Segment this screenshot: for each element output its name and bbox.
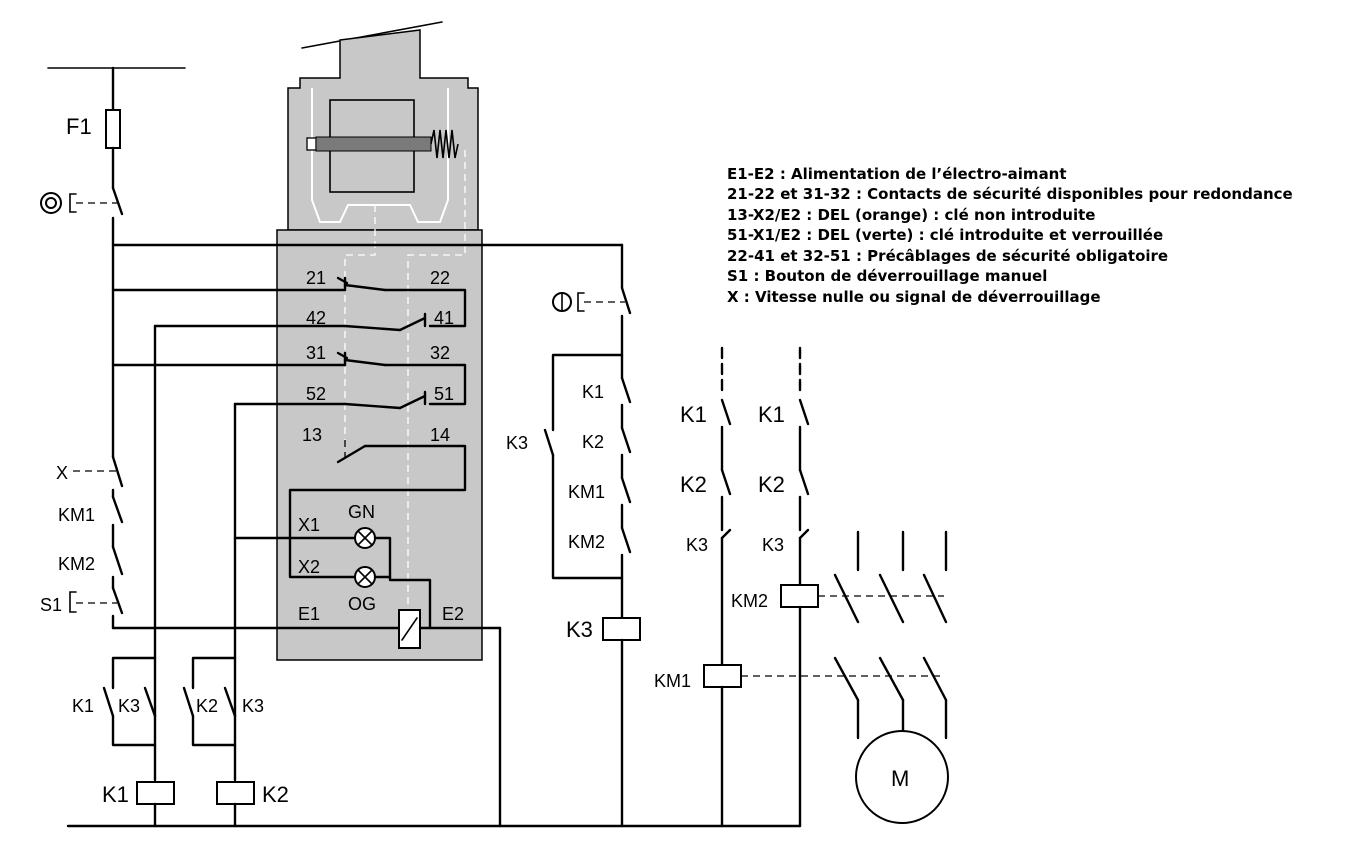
label-km1-a: KM1 xyxy=(58,505,95,525)
legend-line: S1 : Bouton de déverrouillage manuel xyxy=(727,267,1047,285)
terminal-42: 42 xyxy=(306,308,326,328)
label-km2-series: KM2 xyxy=(568,532,605,552)
terminal-14: 14 xyxy=(430,425,450,445)
coil-k1 xyxy=(136,781,175,805)
motor-icon xyxy=(855,730,949,824)
label-km1-coil: KM1 xyxy=(654,671,691,691)
label-og: OG xyxy=(348,594,376,614)
fuse-f1 xyxy=(105,109,121,149)
label-km1-series: KM1 xyxy=(568,482,605,502)
diagram-labels: F1 X KM1 KM2 S1 K1 K3 K2 K3 K1 K2 21 22 … xyxy=(40,114,909,807)
label-s1: S1 xyxy=(40,595,62,615)
terminal-52: 52 xyxy=(306,384,326,404)
coil-k3 xyxy=(602,617,641,641)
legend-line: 51-X1/E2 : DEL (verte) : clé introduite … xyxy=(727,226,1163,244)
terminal-22: 22 xyxy=(430,268,450,288)
terminal-32: 32 xyxy=(430,343,450,363)
label-k2-series: K2 xyxy=(582,432,604,452)
label-k1-contact: K1 xyxy=(72,696,94,716)
terminal-51: 51 xyxy=(434,384,454,404)
label-k2-km2: K2 xyxy=(758,472,785,497)
label-x: X xyxy=(56,463,68,483)
control-circuit xyxy=(40,66,802,828)
label-k1-series: K1 xyxy=(582,382,604,402)
label-k2-coil: K2 xyxy=(262,782,289,807)
label-k2-km1: K2 xyxy=(680,472,707,497)
switch-contacts xyxy=(233,276,502,828)
label-k1-coil: K1 xyxy=(102,782,129,807)
terminal-x2: X2 xyxy=(298,557,320,577)
label-k3-contact-b: K3 xyxy=(242,696,264,716)
label-k1-km1: K1 xyxy=(680,402,707,427)
legend-line: X : Vitesse nulle ou signal de déverroui… xyxy=(727,288,1101,306)
label-k3-coil: K3 xyxy=(566,617,593,642)
coil-k2 xyxy=(216,781,255,805)
label-km2-coil: KM2 xyxy=(731,591,768,611)
label-km2-a: KM2 xyxy=(58,554,95,574)
label-gn: GN xyxy=(348,502,375,522)
legend-line: 13-X2/E2 : DEL (orange) : clé non introd… xyxy=(727,206,1095,224)
legend-line: E1-E2 : Alimentation de l’électro-aimant xyxy=(727,165,1067,183)
terminal-e2: E2 xyxy=(442,604,464,624)
legend-line: 21-22 et 31-32 : Contacts de sécurité di… xyxy=(727,185,1293,203)
label-k3-km1: K3 xyxy=(686,535,708,555)
label-k3-self: K3 xyxy=(506,433,528,453)
coil-km1 xyxy=(703,664,742,688)
legend: E1-E2 : Alimentation de l’électro-aimant… xyxy=(727,165,1293,306)
label-k1-km2: K1 xyxy=(758,402,785,427)
terminal-13: 13 xyxy=(302,425,322,445)
contactor-branches xyxy=(703,346,944,828)
label-k3-contact-a: K3 xyxy=(118,696,140,716)
terminal-41: 41 xyxy=(434,308,454,328)
coil-km2 xyxy=(780,584,819,608)
k3-branch xyxy=(543,243,641,828)
power-circuit xyxy=(833,530,949,824)
label-k3-km2: K3 xyxy=(762,535,784,555)
label-f1: F1 xyxy=(66,114,92,139)
label-motor: M xyxy=(891,766,909,791)
terminal-21: 21 xyxy=(306,268,326,288)
emergency-stop-icon xyxy=(40,192,62,214)
label-k2-contact: K2 xyxy=(196,696,218,716)
terminal-x1: X1 xyxy=(298,515,320,535)
terminal-31: 31 xyxy=(306,343,326,363)
terminal-e1: E1 xyxy=(298,604,320,624)
legend-line: 22-41 et 32-51 : Précâblages de sécurité… xyxy=(727,247,1168,265)
